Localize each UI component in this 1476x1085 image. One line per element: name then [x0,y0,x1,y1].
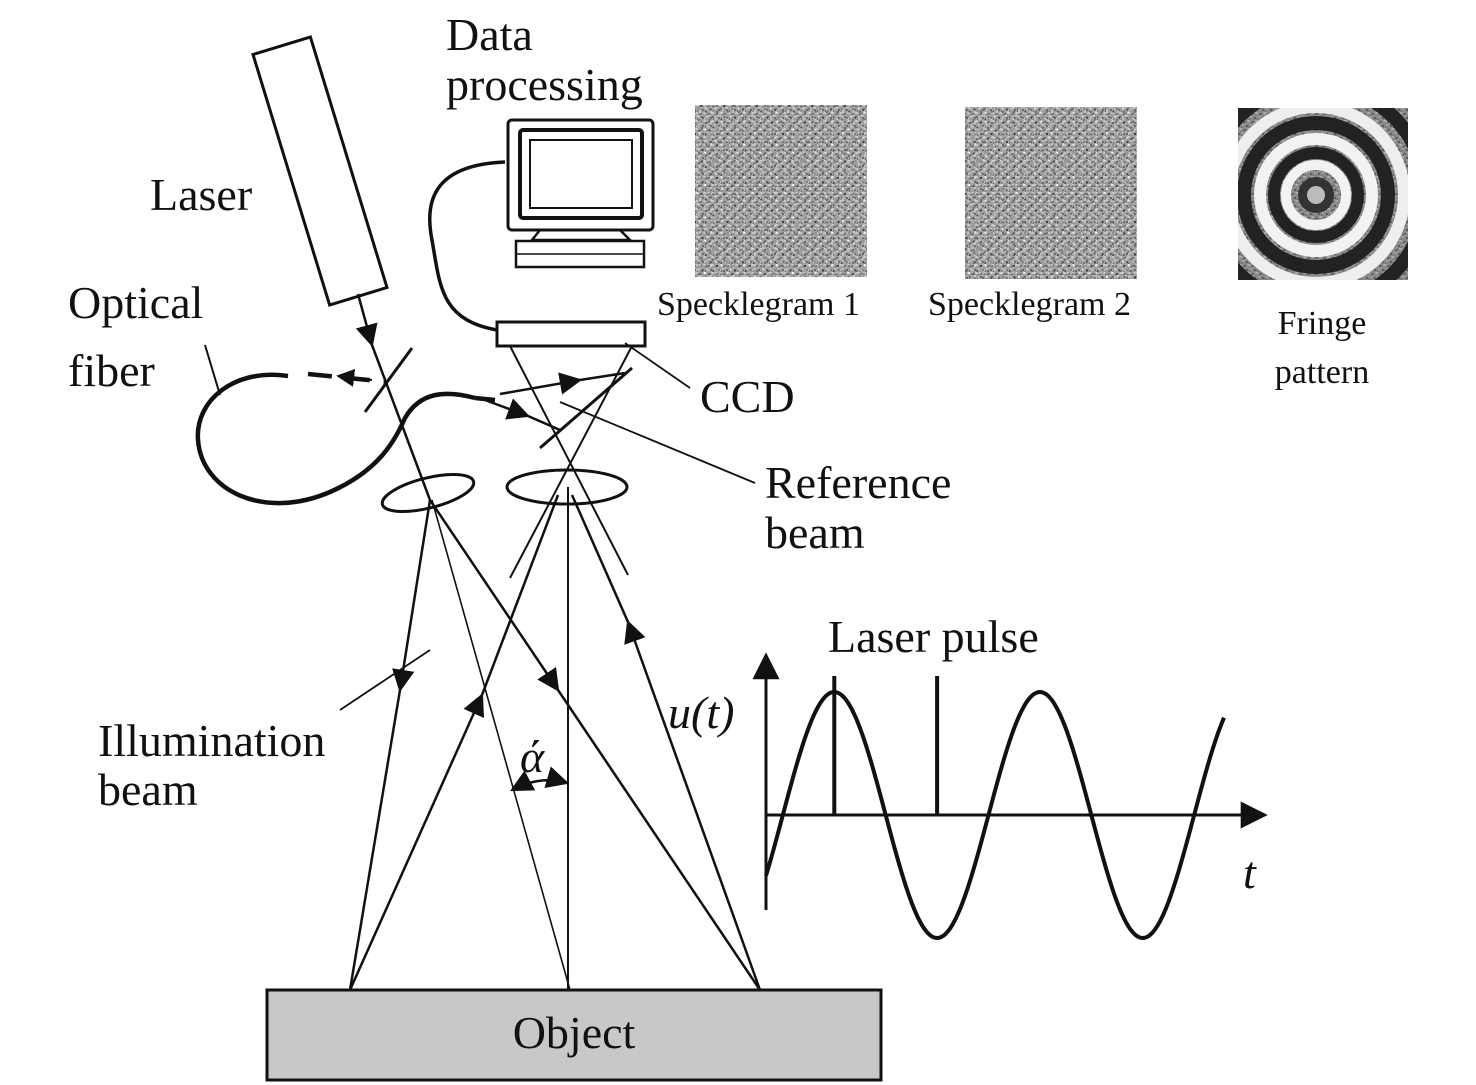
fringe-pattern-image [1238,108,1408,280]
data-processing-label-line1: Data [446,9,533,60]
optical-fiber [195,372,476,506]
illumination-beam-label-line2: beam [98,764,198,815]
ccd-label: CCD [700,371,795,422]
optical-fiber-leader [204,344,221,396]
laser-label: Laser [150,169,252,220]
ccd-leader [624,342,691,389]
data-processing-label-line2: processing [446,59,643,110]
specklegram-1-label: Specklegram 1 [657,286,860,323]
reference-beam-label-line2: beam [765,507,865,558]
laser-beam [355,293,378,348]
laser-body [251,35,389,307]
laser-pulse-label: Laser pulse [828,611,1039,662]
reference-beam-leader [559,401,756,484]
computer-monitor-icon [506,118,655,269]
specklegram-2-label: Specklegram 2 [928,286,1131,323]
illumination-lens [380,473,476,513]
illumination-beam-leader [339,649,431,711]
reference-beam-label-line1: Reference [765,457,951,508]
u-of-t-label: u(t) [668,687,734,738]
signal-plot [752,652,1268,941]
ccd-cable [428,160,506,332]
optical-fiber-label-line2: fiber [68,345,155,396]
illumination-beam-label-line1: Illumination [98,715,325,766]
object-block [265,988,883,1082]
object-label: Object [513,1007,636,1058]
alpha-label: ά [520,731,545,782]
ccd-sensor [495,320,647,348]
sine-wave [764,689,1226,941]
fringe-pattern-label-line2: pattern [1275,354,1369,391]
beam-splitter [363,347,414,413]
t-axis-label: t [1243,847,1257,898]
fringe-pattern-label-line1: Fringe [1278,305,1367,342]
angle-arc [510,766,570,792]
optical-fiber-label-line1: Optical [68,277,203,328]
